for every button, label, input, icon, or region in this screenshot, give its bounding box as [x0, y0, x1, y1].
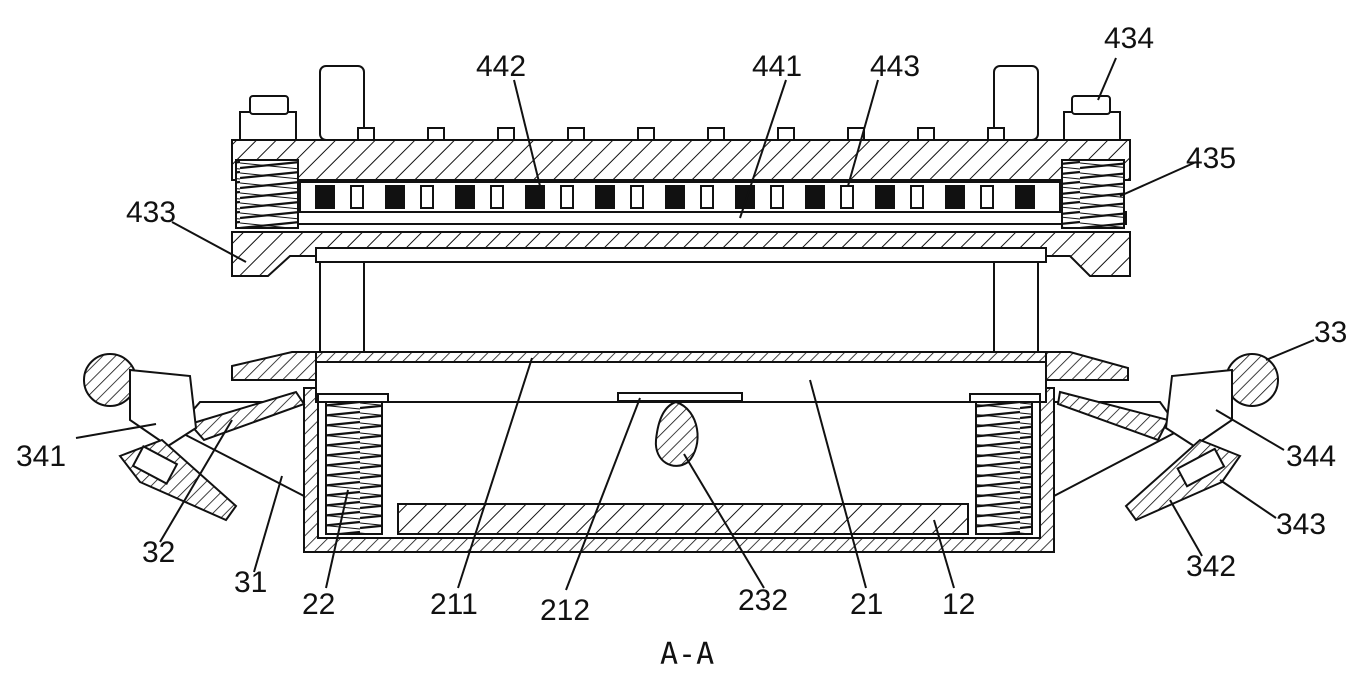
tray-top-hatch — [315, 351, 1047, 363]
screw-head — [427, 127, 445, 141]
guide-column-right — [993, 261, 1039, 355]
label-442: 442 — [476, 50, 526, 83]
leader-lines — [75, 57, 1315, 591]
dark-block — [805, 185, 825, 209]
label-21: 21 — [850, 588, 883, 621]
light-block — [490, 185, 504, 209]
light-block — [560, 185, 574, 209]
drop-element — [654, 400, 699, 467]
spring-cap-left — [317, 393, 389, 403]
label-32: 32 — [142, 536, 175, 569]
right-clamp-arm — [1056, 390, 1170, 442]
label-212: 212 — [540, 594, 590, 627]
label-12: 12 — [942, 588, 975, 621]
screw-head — [987, 127, 1005, 141]
right-clamp-ball-outer — [1225, 353, 1279, 407]
block-row-elements — [315, 185, 1035, 209]
light-block — [700, 185, 714, 209]
corner-cap-left-knob — [249, 95, 289, 115]
corner-cap-right — [1063, 111, 1121, 143]
dark-block — [665, 185, 685, 209]
label-435: 435 — [1186, 142, 1236, 175]
screw-heads — [357, 127, 1005, 141]
light-block — [840, 185, 854, 209]
upper-plate-assembly — [231, 65, 1131, 355]
top-plate — [231, 139, 1131, 181]
lower-spring-left — [325, 401, 383, 535]
light-block — [350, 185, 364, 209]
lower-box-assembly — [174, 351, 1182, 553]
label-232: 232 — [738, 584, 788, 617]
left-clamp-arm — [188, 390, 306, 442]
label-31: 31 — [234, 566, 267, 599]
left-clamp-block — [131, 445, 179, 485]
right-clamp — [1056, 353, 1279, 522]
label-344: 344 — [1286, 440, 1336, 473]
lower-spring-right — [975, 401, 1033, 535]
reference-labels: 434 442 441 443 435 433 33 341 344 343 3… — [16, 22, 1347, 672]
thin-plate — [235, 211, 1127, 225]
label-441: 441 — [752, 50, 802, 83]
screw-head — [917, 127, 935, 141]
screw-head — [567, 127, 585, 141]
label-342: 342 — [1186, 550, 1236, 583]
right-clamp-body — [1164, 368, 1233, 448]
dark-block — [315, 185, 335, 209]
label-434: 434 — [1104, 22, 1154, 55]
screw-head — [707, 127, 725, 141]
label-341: 341 — [16, 440, 66, 473]
dark-block — [945, 185, 965, 209]
dark-block — [875, 185, 895, 209]
dark-block — [595, 185, 615, 209]
left-clamp — [83, 353, 306, 522]
dark-block — [1015, 185, 1035, 209]
screw-head — [777, 127, 795, 141]
light-block — [910, 185, 924, 209]
light-block — [630, 185, 644, 209]
center-plate — [617, 392, 743, 402]
guide-column-left — [319, 261, 365, 355]
bottom-weight — [397, 503, 969, 535]
corner-cap-left — [239, 111, 297, 143]
dark-block — [385, 185, 405, 209]
upper-spring-left — [235, 159, 299, 229]
corner-cap-right-knob — [1071, 95, 1111, 115]
left-clamp-ball-outer — [83, 353, 137, 407]
spring-cap-right — [969, 393, 1041, 403]
light-block — [770, 185, 784, 209]
label-22: 22 — [302, 588, 335, 621]
dark-block — [525, 185, 545, 209]
screw-head — [637, 127, 655, 141]
label-433: 433 — [126, 196, 176, 229]
section-caption: A-A — [660, 637, 714, 672]
screw-head — [497, 127, 515, 141]
press-plate-inner — [315, 247, 1047, 263]
upper-spring-right — [1061, 159, 1125, 229]
label-443: 443 — [870, 50, 920, 83]
label-343: 343 — [1276, 508, 1326, 541]
right-clamp-block — [1176, 447, 1226, 488]
dark-block — [455, 185, 475, 209]
light-block — [980, 185, 994, 209]
label-211: 211 — [430, 588, 478, 621]
light-block — [420, 185, 434, 209]
screw-head — [357, 127, 375, 141]
label-33: 33 — [1314, 316, 1347, 349]
left-clamp-body — [129, 368, 198, 448]
